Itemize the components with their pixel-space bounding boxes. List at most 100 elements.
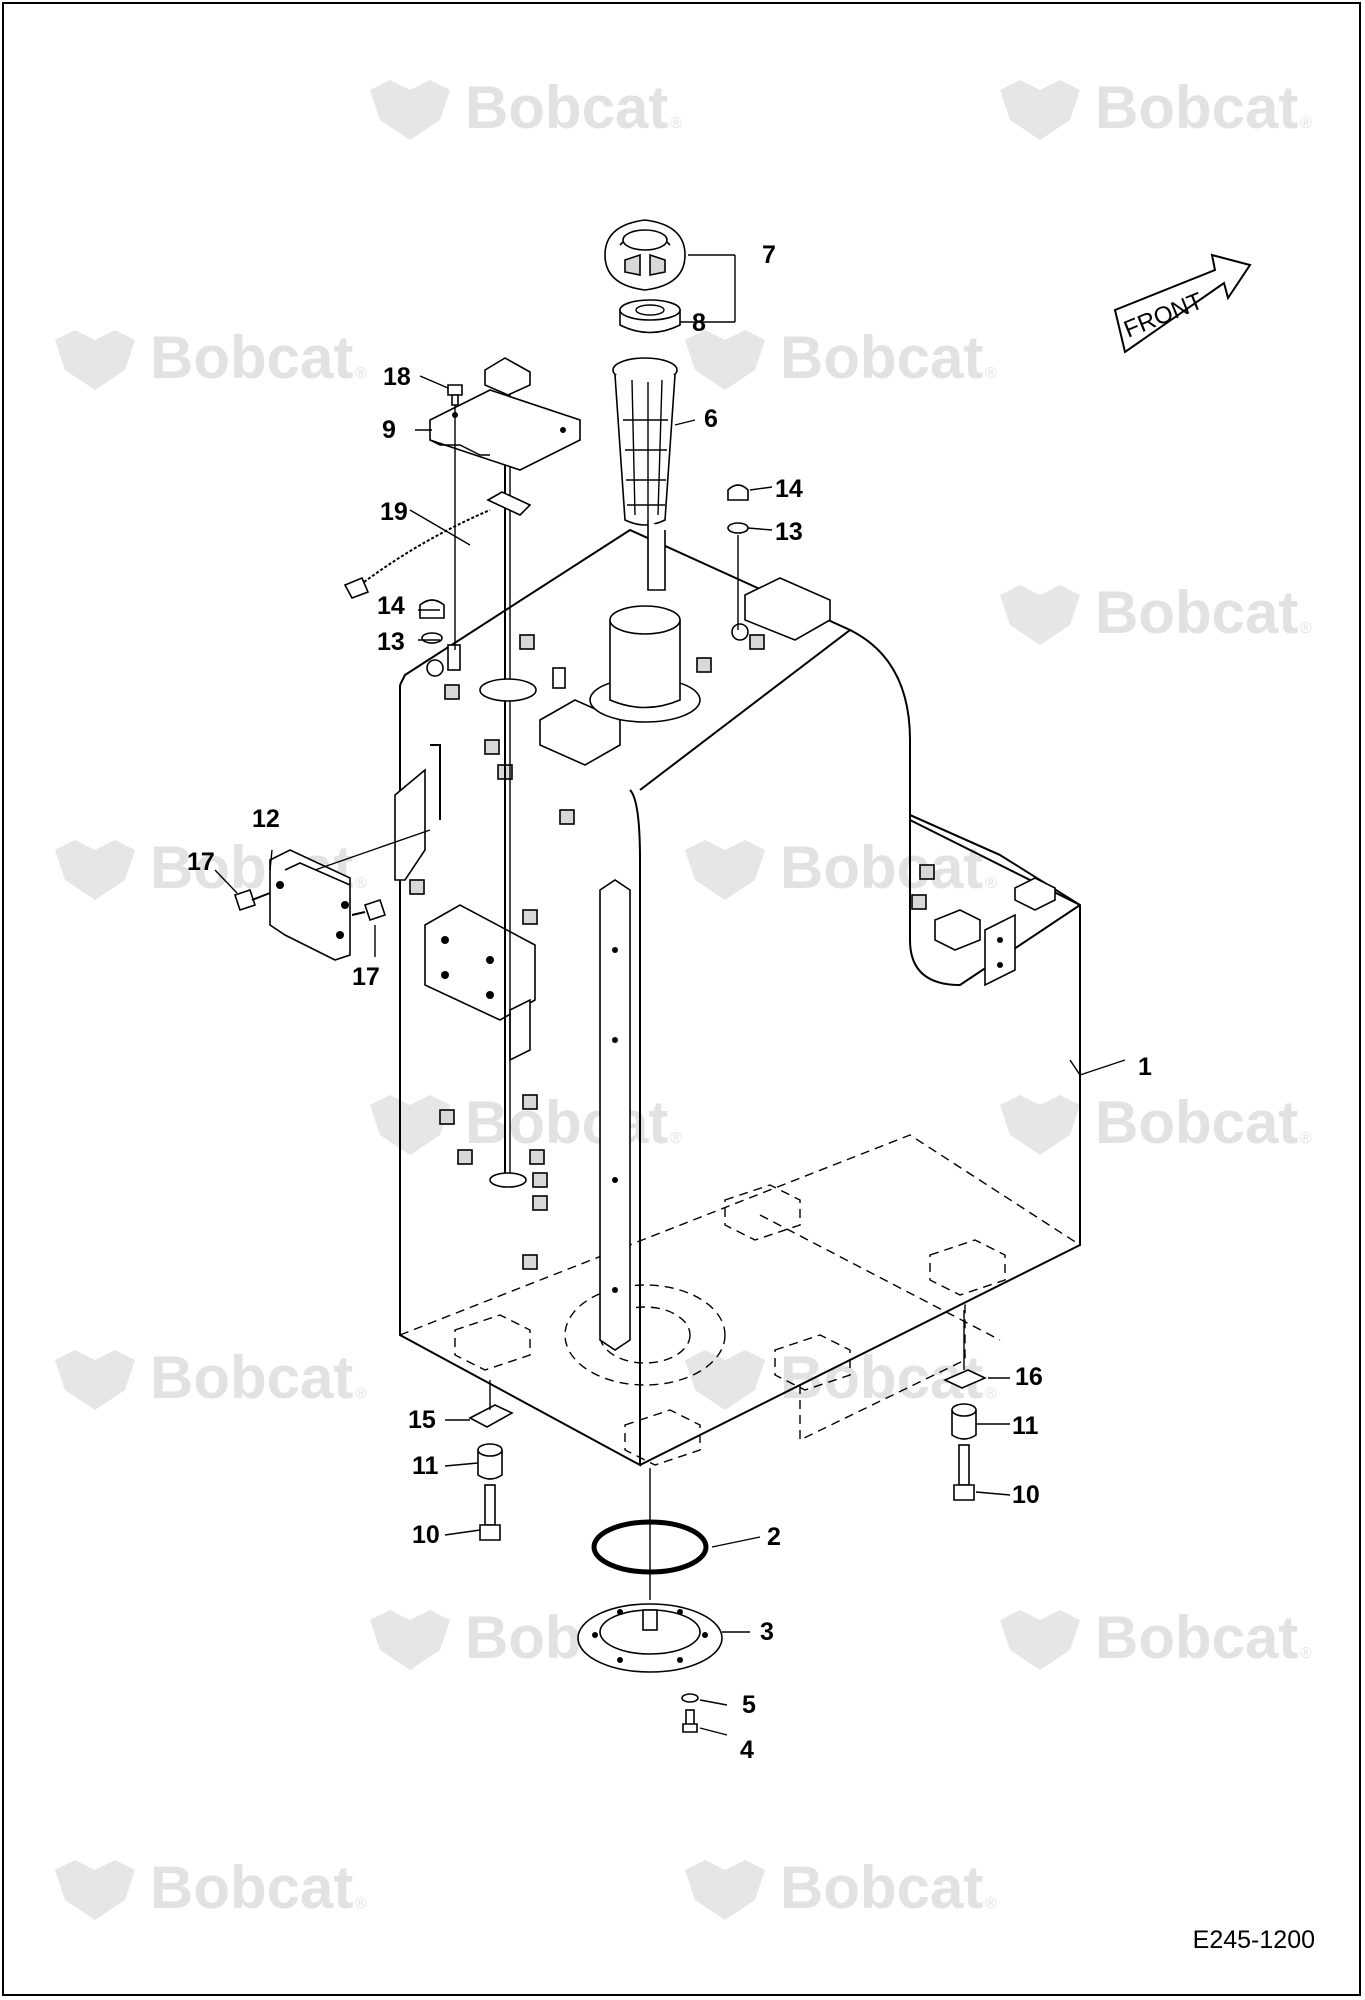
filler-neck bbox=[589, 605, 701, 723]
watermark-text: Bobcat bbox=[1095, 1089, 1298, 1156]
watermark-13: Bobcat® bbox=[1000, 1604, 1312, 1671]
sender-cover-plate bbox=[429, 389, 581, 471]
watermark-text: Bobcat bbox=[780, 1854, 983, 1921]
front-direction-arrow: FRONT bbox=[1113, 253, 1252, 354]
watermark-4: Bobcat® bbox=[685, 324, 997, 391]
watermark-text: Bobcat bbox=[150, 324, 353, 391]
front-rail bbox=[599, 879, 631, 1351]
callout-8: 8 bbox=[692, 309, 706, 337]
callout-14-left: 14 bbox=[377, 592, 405, 620]
shim-left bbox=[468, 1404, 514, 1428]
watermark-text: Bobcat bbox=[465, 74, 668, 141]
drain-flange-plate bbox=[577, 1603, 723, 1673]
bobcat-logo-icon bbox=[685, 840, 765, 900]
callout-11-right: 11 bbox=[1012, 1412, 1039, 1440]
watermark-10: Bobcat® bbox=[55, 1344, 367, 1411]
watermark-suffix: ® bbox=[670, 1130, 682, 1147]
fuel-sender-unit bbox=[479, 357, 537, 1188]
watermark-7: Bobcat® bbox=[685, 834, 997, 901]
callout-12: 12 bbox=[252, 805, 280, 833]
watermark-suffix: ® bbox=[355, 365, 367, 382]
filler-strainer bbox=[612, 357, 678, 591]
callout-19: 19 bbox=[380, 498, 408, 526]
watermark-text: Bobcat bbox=[150, 1854, 353, 1921]
bobcat-logo-icon bbox=[1000, 585, 1080, 645]
bobcat-logo-icon bbox=[1000, 1610, 1080, 1670]
callout-3: 3 bbox=[760, 1618, 774, 1646]
bobcat-logo-icon bbox=[370, 1610, 450, 1670]
watermark-suffix: ® bbox=[985, 875, 997, 892]
fuel-tank-body bbox=[399, 528, 1081, 1467]
callout-11-left: 11 bbox=[412, 1452, 439, 1480]
callout-4: 4 bbox=[740, 1736, 754, 1764]
watermark-8: Bobcat® bbox=[370, 1089, 682, 1156]
bobcat-logo-icon bbox=[685, 330, 765, 390]
bobcat-logo-icon bbox=[685, 1350, 765, 1410]
watermark-suffix: ® bbox=[355, 1895, 367, 1912]
callout-10-left: 10 bbox=[412, 1521, 440, 1549]
bobcat-logo-icon bbox=[370, 1095, 450, 1155]
callout-6: 6 bbox=[704, 405, 718, 433]
filler-adapter-ring bbox=[619, 299, 681, 334]
watermark-text: Bobcat bbox=[1095, 74, 1298, 141]
watermark-3: Bobcat® bbox=[55, 324, 367, 391]
bobcat-logo-icon bbox=[1000, 1095, 1080, 1155]
callout-13-right: 13 bbox=[775, 518, 803, 546]
bobcat-logo-icon bbox=[55, 330, 135, 390]
callout-16: 16 bbox=[1015, 1363, 1043, 1391]
callout-17-right: 17 bbox=[352, 963, 380, 991]
watermark-suffix: ® bbox=[1300, 1645, 1312, 1662]
bobcat-logo-icon bbox=[370, 80, 450, 140]
fuel-cap bbox=[604, 219, 686, 291]
callout-10-right: 10 bbox=[1012, 1481, 1040, 1509]
spacer-right bbox=[951, 1403, 977, 1440]
leader-lines bbox=[214, 254, 1126, 1736]
watermark-suffix: ® bbox=[355, 1385, 367, 1402]
callout-17-left: 17 bbox=[187, 848, 215, 876]
bobcat-logo-icon bbox=[55, 1350, 135, 1410]
watermark-suffix: ® bbox=[1300, 620, 1312, 637]
side-mount-bracket bbox=[394, 744, 441, 881]
bracket-bolt-1 bbox=[233, 888, 271, 912]
callout-7: 7 bbox=[762, 241, 776, 269]
watermark-9: Bobcat® bbox=[1000, 1089, 1312, 1156]
bracket-bolt-2 bbox=[351, 898, 387, 922]
drain-plug-upper bbox=[727, 484, 749, 630]
callout-labels: 1 2 3 4 5 6 7 8 9 10 10 11 11 12 13 13 1… bbox=[187, 241, 1152, 1764]
bobcat-logo-icon bbox=[1000, 80, 1080, 140]
watermark-suffix: ® bbox=[985, 365, 997, 382]
mounting-bracket bbox=[269, 849, 351, 961]
mount-bolt-left bbox=[479, 1484, 501, 1541]
right-side-bracket bbox=[984, 913, 1016, 987]
watermark-15: Bobcat® bbox=[685, 1854, 997, 1921]
watermark-layer: Bobcat® Bobcat® Bobcat® Bobcat® Bobcat® … bbox=[55, 74, 1312, 1921]
watermark-5: Bobcat® bbox=[1000, 579, 1312, 646]
watermark-suffix: ® bbox=[1300, 1130, 1312, 1147]
tank-top-fittings bbox=[426, 623, 749, 689]
watermark-14: Bobcat® bbox=[55, 1854, 367, 1921]
callout-15: 15 bbox=[408, 1406, 436, 1434]
drawing-number: E245-1200 bbox=[1192, 1926, 1315, 1954]
watermark-text: Bobcat bbox=[465, 1089, 668, 1156]
watermark-text: Bobcat bbox=[780, 324, 983, 391]
hidden-mounting-pads bbox=[454, 1184, 1006, 1466]
watermark-text: Bobcat bbox=[1095, 1604, 1298, 1671]
callout-14-right: 14 bbox=[775, 475, 803, 503]
drain-washer bbox=[681, 1693, 699, 1703]
spacer-left bbox=[477, 1443, 503, 1480]
callout-9: 9 bbox=[382, 416, 396, 444]
watermark-suffix: ® bbox=[670, 115, 682, 132]
callout-13-left: 13 bbox=[377, 628, 405, 656]
watermark-1: Bobcat® bbox=[370, 74, 682, 141]
mount-bolt-right bbox=[953, 1444, 975, 1501]
bracket-alignment-line bbox=[314, 829, 431, 871]
bobcat-logo-icon bbox=[55, 840, 135, 900]
watermark-suffix: ® bbox=[985, 1895, 997, 1912]
callout-5: 5 bbox=[742, 1691, 756, 1719]
watermark-text: Bobcat bbox=[150, 1344, 353, 1411]
watermark-text: Bobcat bbox=[780, 834, 983, 901]
callout-1: 1 bbox=[1138, 1053, 1152, 1081]
